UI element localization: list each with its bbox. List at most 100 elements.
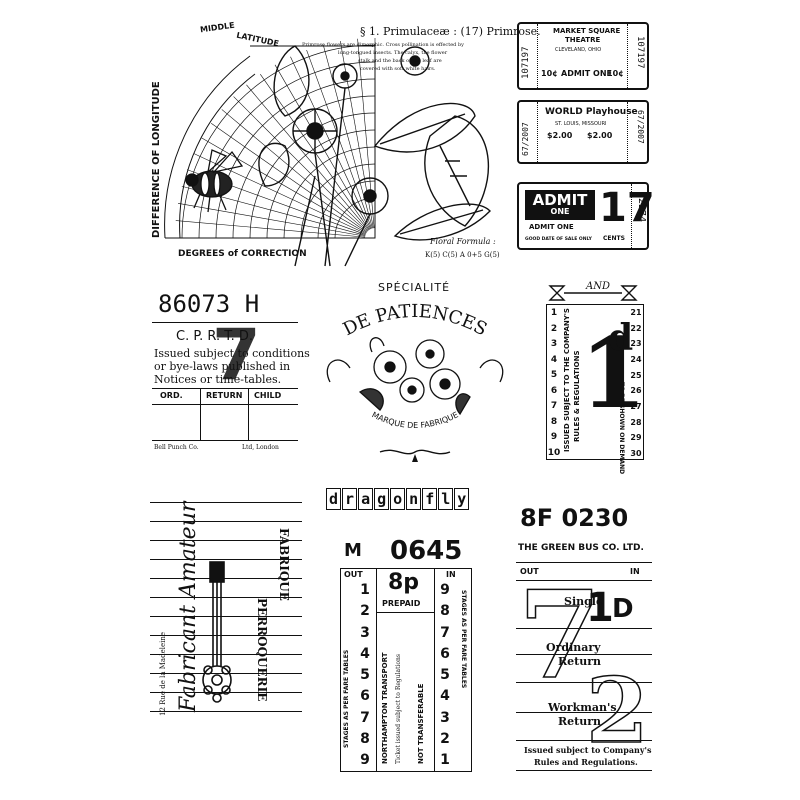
stage-number: 9 (550, 432, 558, 443)
m-mid-c: NOT TRANSFERABLE (417, 683, 425, 764)
letter-tile: f (422, 488, 438, 510)
bus-return: Return (558, 655, 602, 668)
cprtd-col-child: CHILD (254, 391, 282, 400)
stage-number: 27 (630, 401, 642, 411)
primrose-body-2: long-tongued insects. The calyx, the flo… (338, 50, 448, 56)
fabrique-key-panel: Fabricant Amateur 12 Rue de la Madeleine… (150, 488, 302, 738)
green-bus-ticket: 8F 0230 THE GREEN BUS CO. LTD. OUT IN 7 … (514, 506, 654, 776)
primrose-body-1: Primrose flowers are dimorphic. Cross po… (302, 42, 464, 48)
ruled-line (150, 711, 302, 712)
letter-tile: d (326, 488, 342, 510)
m-prefix: M (344, 540, 362, 561)
stage-number: 9 (360, 752, 370, 768)
stage-number: 23 (630, 339, 642, 349)
ruled-line (150, 578, 302, 579)
stage-number: 24 (630, 354, 642, 364)
degrees-correction-label: DEGREES of CORRECTION (178, 249, 307, 259)
stage-number: 4 (360, 645, 370, 662)
bus-big-right: 2 (585, 658, 649, 764)
ruled-line (150, 635, 302, 636)
admit-one-ticket: ADMIT ONE 17 CENTS ADMIT ONE GOOD DATE O… (517, 182, 655, 250)
bus-return2: Return (558, 715, 602, 728)
stage-number: 21 (630, 308, 642, 317)
fabrique-perroquet: PERROQUERIE (255, 598, 269, 702)
stage-number: 10 (547, 447, 561, 458)
m-number: 0645 (390, 536, 463, 566)
stage-number: 6 (360, 688, 370, 705)
world-serial-left: 67/2007 (521, 122, 530, 156)
market-serial-right: 107197 (635, 36, 645, 69)
m-right-text: STAGES AS PER FARE TABLES (460, 590, 467, 689)
world-playhouse-ticket: 67/2007 67/2007 WORLD Playhouse ST. LOUI… (517, 100, 649, 164)
ruled-line (150, 692, 302, 693)
bus-company: THE GREEN BUS CO. LTD. (518, 543, 644, 553)
primrose-flower-illustration (258, 45, 491, 267)
letter-tile: o (390, 488, 406, 510)
stage-number: 2 (440, 730, 450, 747)
stage-number: 5 (550, 370, 558, 381)
m-mid-a: NORTHAMPTON TRANSPORT (381, 652, 389, 764)
ruled-line (150, 502, 302, 503)
admit-good: GOOD DATE OF SALE ONLY (525, 237, 592, 242)
ruled-line (150, 521, 302, 522)
bus-fare-sup: D (612, 594, 634, 624)
admit-small: ADMIT ONE (529, 223, 574, 231)
admit-serial: 02274 (636, 192, 647, 223)
and-text-c: TO BE SHOWN ON DEMAND (618, 382, 625, 475)
cprtd-line-1: Issued subject to conditions (154, 347, 310, 360)
svg-text:MARQUE DE FABRIQUE: MARQUE DE FABRIQUE (370, 410, 459, 430)
cprtd-bottom-right: Ltd, London (242, 444, 279, 451)
bus-number: 8F 0230 (520, 504, 629, 532)
m-in: IN (446, 570, 456, 579)
letter-tile: n (406, 488, 422, 510)
bus-fare: 1 (586, 585, 614, 631)
floral-formula-label: Floral Formula : (430, 237, 496, 246)
m-left-text: STAGES AS PER FARE TABLES (343, 649, 350, 748)
world-price-2: $2.00 (587, 131, 613, 140)
ruled-line (150, 654, 302, 655)
admit-number: 17 (599, 185, 655, 231)
market-line2: THEATRE (565, 36, 601, 44)
stage-number: 2 (550, 323, 558, 334)
cprtd-big-digit: 7 (212, 314, 261, 396)
stage-number: 2 (360, 603, 370, 620)
primrose-body-4: covered with soft white hairs. (360, 66, 436, 72)
market-square-ticket: 107197 107197 MARKET SQUARE THEATRE CLEV… (517, 22, 649, 90)
stage-number: 8 (550, 416, 558, 427)
stage-number: 4 (440, 688, 450, 705)
bus-ordinary: Ordinary (546, 641, 601, 654)
stage-number: 1 (440, 752, 450, 768)
stage-number: 8 (440, 603, 450, 620)
bus-single: Single (564, 595, 603, 608)
floral-formula: K(5) C(5) A 0+5 G(5) (425, 251, 500, 259)
market-price-left: 10¢ (541, 69, 558, 78)
patiences-arch: DE PATIENCES (340, 301, 491, 340)
cprtd-col-ord: ORD. (160, 391, 183, 400)
stage-number: 3 (550, 339, 558, 350)
ruled-line (150, 597, 302, 598)
primrose-body-3: stalk and the back of the leaf are (358, 58, 442, 64)
stage-number: 7 (550, 401, 558, 412)
stage-number: 3 (360, 624, 370, 641)
m-prepaid: PREPAID (382, 599, 421, 608)
and-sup-d: d (608, 317, 634, 359)
bee-icon (185, 149, 244, 213)
patiences-panel: SPÉCIALITÉ DE PATIENCES MARQUE DE FABRIQ… (320, 276, 510, 466)
cprtd-ticket: 86073 H C. P. R. T. D. 7 Issued subject … (150, 290, 310, 460)
ruled-line (150, 559, 302, 560)
stage-number: 9 (440, 582, 450, 598)
and-text-a: ISSUED SUBJECT TO THE COMPANY'S (563, 308, 571, 452)
bus-bottom-a: Issued subject to Company's (524, 745, 652, 755)
fabrique-small: 12 Rue de la Madeleine (159, 632, 167, 716)
cprtd-line-2: or bye-laws published in (154, 360, 291, 373)
patiences-specialite: SPÉCIALITÉ (378, 281, 451, 294)
cprtd-line-3: Notices or time-tables. (154, 373, 282, 386)
bus-workmans: Workman's (548, 701, 617, 714)
stage-number: 7 (440, 624, 450, 641)
difference-longitude-label: DIFFERENCE OF LONGITUDE (151, 81, 162, 238)
stage-number: 1 (360, 582, 370, 598)
